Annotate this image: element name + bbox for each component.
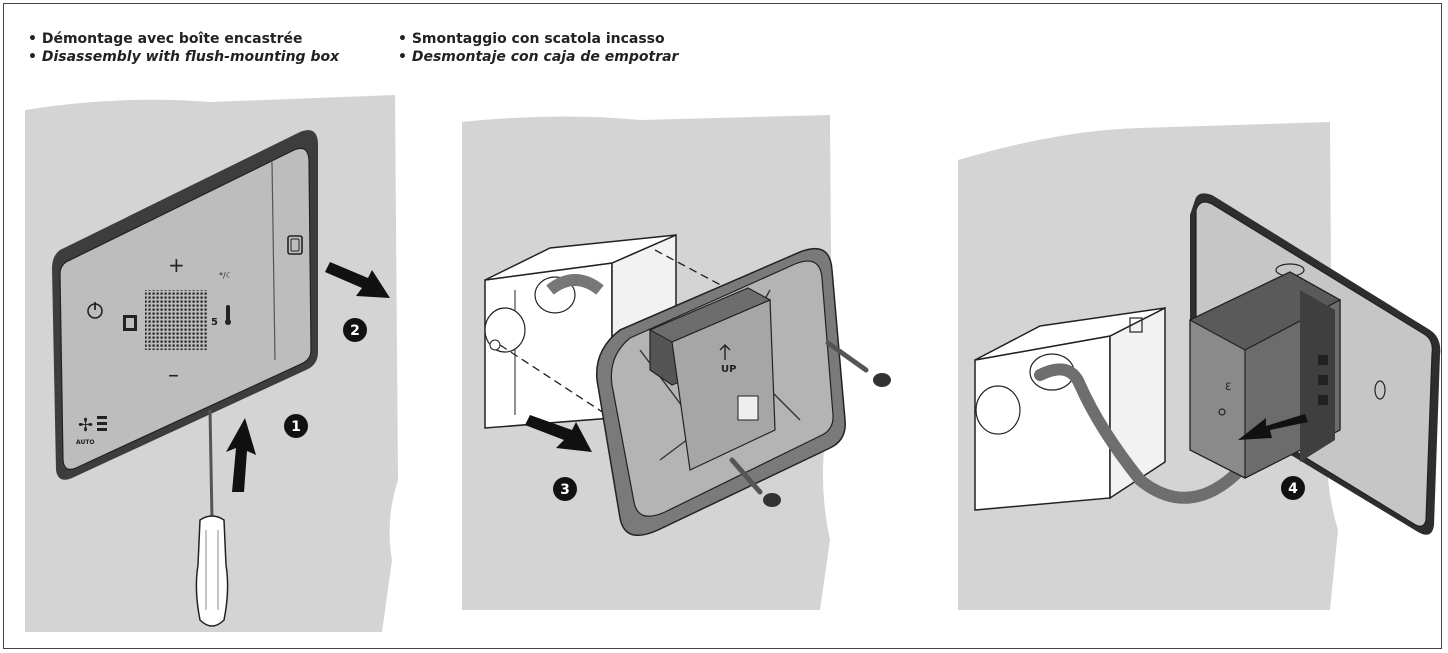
caption-it: Smontaggio con scatola incasso [398, 30, 678, 48]
dot-matrix-display [145, 290, 207, 350]
svg-text:*/☾: */☾ [219, 271, 233, 280]
svg-text:✢: ✢ [78, 415, 93, 436]
cable [1034, 363, 1276, 504]
thermostat-device: + – 5 */☾ ✢ AUTO [52, 130, 318, 480]
caption-fr: Démontage avec boîte encastrée [28, 30, 339, 48]
panel-step-4: ℇ 4 [958, 122, 1441, 610]
auto-label: AUTO [76, 439, 95, 446]
step-3-badge: 3 [560, 482, 570, 498]
arrow-up-icon [226, 418, 256, 492]
caption-es: Desmontaje con caja de empotrar [398, 48, 679, 66]
screw-bottom [729, 457, 781, 507]
panel-step-3: UP 3 [462, 115, 891, 610]
step-4-badge: 4 [1288, 481, 1298, 497]
up-label: UP [721, 364, 736, 375]
svg-text:ℇ: ℇ [1225, 382, 1231, 393]
arrow-left-icon [1238, 414, 1308, 440]
step-1-badge: 1 [291, 419, 301, 435]
mounting-plate: UP [595, 247, 846, 537]
svg-text:5: 5 [211, 317, 218, 328]
step-2-badge: 2 [350, 323, 360, 339]
svg-text:+: + [168, 253, 185, 277]
arrow-right-icon [325, 262, 390, 298]
svg-text:–: – [168, 363, 179, 388]
caption-en: Disassembly with flush-mounting box [28, 48, 339, 66]
arrow-right-icon [525, 415, 592, 452]
caption-left: Démontage avec boîte encastrée Disassemb… [28, 30, 339, 66]
screwdriver [195, 409, 229, 627]
screw-top [825, 340, 891, 387]
panel-step-1-2: + – 5 */☾ ✢ AUTO [25, 95, 398, 632]
caption-right: Smontaggio con scatola incasso Desmontaj… [398, 30, 679, 66]
